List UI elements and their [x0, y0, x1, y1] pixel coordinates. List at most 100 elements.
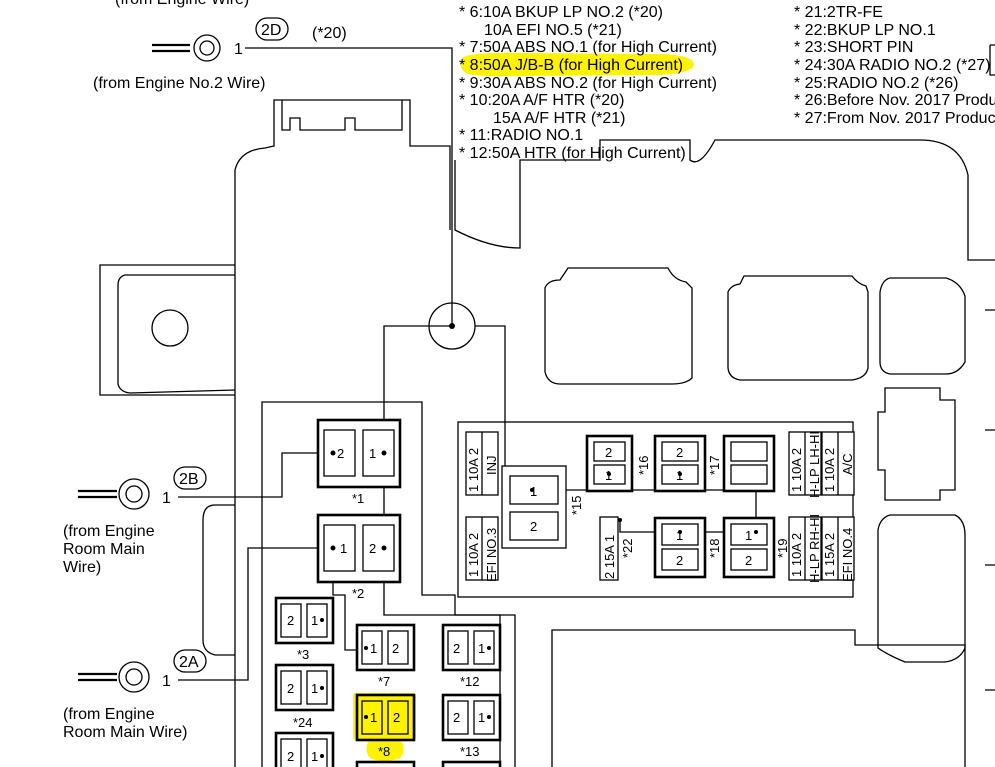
relay-15-pin1: 1	[530, 484, 537, 499]
lower-right-block	[551, 629, 966, 767]
relay-16[interactable]: 2 1 *16	[585, 434, 651, 493]
fuse-12-dot	[487, 646, 491, 650]
mini-fuse-inj-name: INJ	[484, 456, 499, 476]
fuse-13-label: *13	[460, 744, 480, 759]
fuse-1-dot-b	[381, 450, 387, 456]
mini-fuse-efi3[interactable]: 1 10A 2 EFI NO.3	[465, 516, 499, 582]
relay-19-bottom	[730, 548, 768, 571]
relay-18-pin1: 1	[676, 528, 683, 543]
top-partial-label: (from Engine Wire)	[115, 0, 249, 8]
terminal-2a-hole	[125, 668, 143, 686]
relay-16-label: *16	[636, 455, 651, 475]
terminal-2d-hole	[199, 40, 215, 56]
fuse-24-label: *24	[293, 715, 313, 730]
fuse-2-label: *2	[352, 586, 364, 601]
fuse-2-right	[362, 524, 395, 572]
fuse-bottom-right	[306, 738, 328, 767]
mini-fuse-inj[interactable]: 1 10A 2 INJ	[465, 431, 499, 496]
fuse-3-right	[306, 603, 328, 638]
fuse-8-dot	[364, 715, 368, 719]
small-fuse-panel	[457, 421, 854, 598]
relay-17-top	[661, 441, 699, 462]
fuse-13[interactable]: 2 1 *13	[441, 693, 502, 759]
connector-2d[interactable]: 1 2D (*20) (from Engine No.2 Wire)	[93, 17, 347, 92]
note-25: * 25:RADIO NO.2 (*26)	[794, 75, 959, 92]
relay-15[interactable]: 1 2 *15	[501, 465, 584, 549]
fuse-8[interactable]: 1 2 *8	[355, 693, 416, 759]
relay-17-label: *17	[707, 455, 722, 475]
fuse-2-dot-b	[381, 545, 387, 551]
mini-fuse-ac[interactable]: 1 10A 2 A/C	[821, 431, 855, 496]
fuse-1[interactable]: 2 1 *1	[316, 418, 402, 506]
relay-17-dot	[678, 472, 682, 476]
fuse-1-left	[323, 429, 356, 477]
fuse-3-label: *3	[297, 647, 309, 662]
relay-19-pin2: 2	[745, 553, 752, 568]
note-6b: 10A EFI NO.5 (*21)	[484, 22, 622, 39]
fuse-12-left	[447, 630, 469, 665]
desc-2b-3: Wire)	[63, 559, 101, 576]
highlight-note-8	[460, 52, 694, 77]
connector-2a[interactable]: 1 2A (from Engine Room Main Wire)	[63, 649, 207, 741]
relay-c	[879, 277, 966, 375]
relay-19-label: *19	[775, 538, 790, 558]
fuse-bottom-center-2[interactable]	[441, 760, 502, 767]
pin-2a: 1	[162, 673, 171, 690]
tag-2d: 2D	[261, 22, 281, 39]
mini-fuse-efi4[interactable]: 1 15A 2 EFI NO.4	[821, 516, 855, 582]
mini-fuse-hlp-lh[interactable]: 1 10A 2 H-LP LH-HI	[788, 431, 822, 498]
mini-fuse-ac-name: A/C	[840, 453, 855, 475]
fuse-2-left	[323, 524, 356, 572]
right-edge-detail	[985, 44, 995, 691]
fuse-1-pin1: 1	[369, 446, 376, 461]
mini-fuse-bkup[interactable]: 2 15A 1 *22	[599, 516, 635, 581]
fuse-bottom-center[interactable]	[355, 760, 416, 767]
note-2d: (*20)	[312, 25, 347, 42]
note-24: * 24:30A RADIO NO.2 (*27) (*	[794, 57, 995, 74]
fuse-12-label: *12	[460, 674, 480, 689]
fuse-8-body	[355, 693, 416, 742]
connector-2b[interactable]: 1 2B (from Engine Room Main Wire)	[63, 466, 207, 576]
pin-2b: 1	[162, 490, 171, 507]
fuse-2[interactable]: 1 2 *2	[316, 513, 402, 601]
mini-fuse-inj-rating: 1 10A 2	[466, 448, 481, 492]
desc-2a-1: (from Engine	[63, 706, 155, 723]
fuse-12-pin1: 1	[478, 641, 485, 656]
right-side-clip	[877, 387, 956, 501]
fuse-bottom-partial[interactable]: 2 1	[274, 731, 335, 767]
relay-15-label: *15	[569, 495, 584, 515]
relay-17[interactable]: 2 1 *17	[653, 434, 722, 493]
relay-19[interactable]: 1 2 *19	[722, 516, 790, 579]
tag-2b-box	[173, 466, 207, 490]
relay-18-dot	[678, 530, 682, 534]
relay-15-dot	[530, 488, 534, 492]
fuse-7[interactable]: 1 2 *7	[355, 623, 416, 689]
fuse-12[interactable]: 2 1 *12	[441, 623, 502, 689]
pin-2d: 1	[234, 41, 243, 58]
fuse-13-pin2: 2	[453, 710, 460, 725]
relay-blank[interactable]	[722, 434, 776, 493]
fuse-7-dot	[364, 646, 368, 650]
fuse-24-left	[280, 670, 302, 705]
mini-fuse-hlp-lh-name: H-LP LH-HI	[807, 431, 822, 498]
relay-16-top	[593, 441, 626, 462]
mini-fuse-hlp-lh-rating: 1 10A 2	[789, 448, 804, 492]
fuse-24[interactable]: 2 1 *24	[274, 663, 335, 730]
relay-15-pin2: 2	[530, 519, 537, 534]
fuse-3[interactable]: 2 1 *3	[274, 596, 335, 662]
relay-18-top	[661, 523, 699, 546]
mini-fuse-hlp-rh[interactable]: 1 10A 2 H-LP RH-HI	[788, 514, 822, 583]
relay-18-pin2: 2	[676, 553, 683, 568]
fuse-3-pin1: 1	[311, 613, 318, 628]
fuse-8-right	[387, 700, 409, 735]
relay-17-pin2: 2	[676, 445, 683, 460]
mini-fuse-hlp-rh-rating: 1 10A 2	[789, 533, 804, 577]
mini-fuse-efi4-rating: 1 15A 2	[822, 533, 837, 577]
fuse-13-right	[473, 700, 495, 735]
fuse-13-dot	[487, 715, 491, 719]
relay-blank-bottom	[730, 464, 768, 485]
relay-18[interactable]: 1 2 *18	[653, 516, 722, 579]
note-11: * 11:RADIO NO.1	[459, 127, 583, 144]
fuse-24-right	[306, 670, 328, 705]
